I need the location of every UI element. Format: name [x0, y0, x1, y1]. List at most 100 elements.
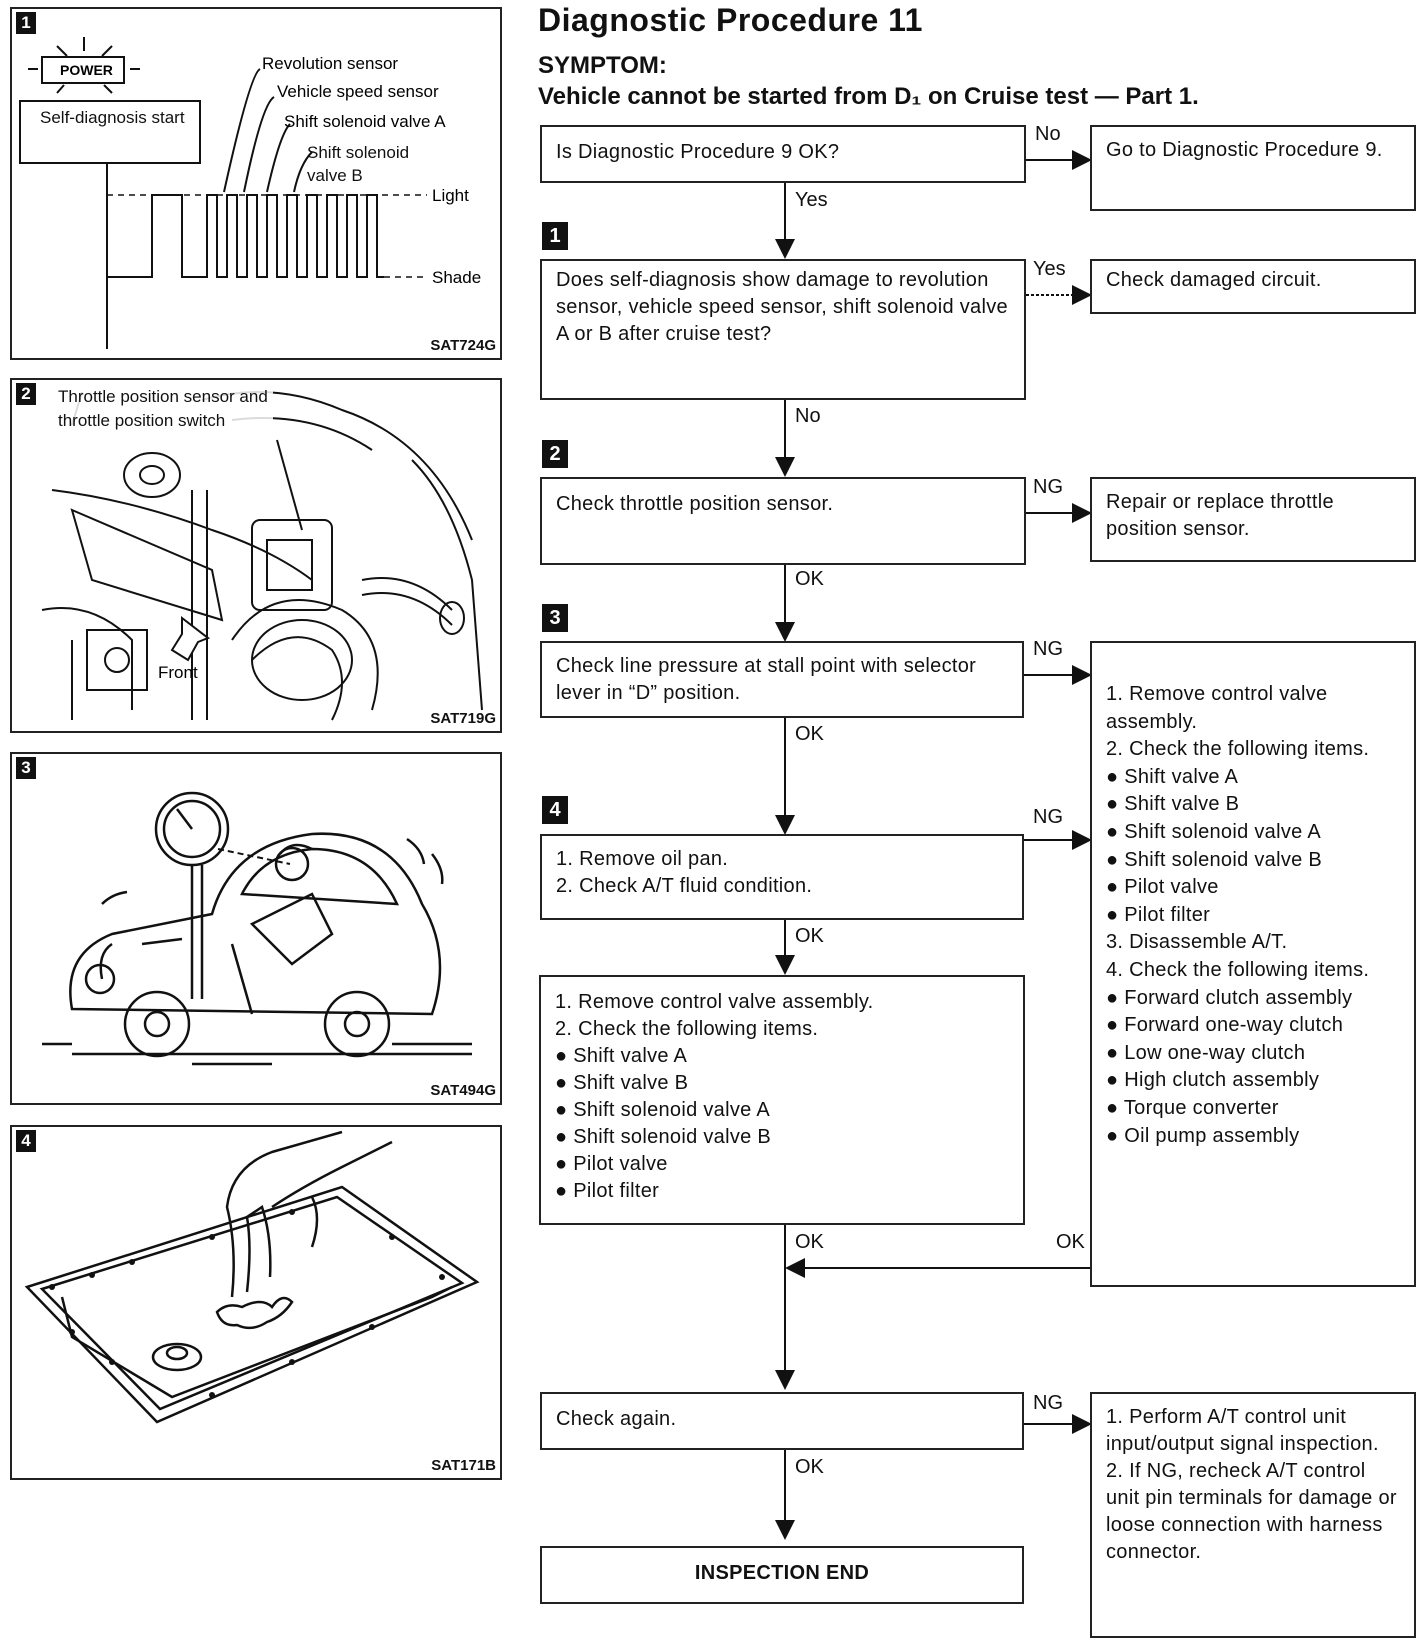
- flow-box-inspection-end: INSPECTION END: [540, 1546, 1024, 1604]
- branch-label-no: No: [1035, 123, 1061, 145]
- branch-label-ng: NG: [1033, 638, 1063, 660]
- figure-code: SAT724G: [430, 337, 496, 354]
- flow-box-check-line-pressure: Check line pressure at stall point with …: [540, 641, 1024, 718]
- shade-label: Shade: [432, 268, 481, 287]
- figure-number: 1: [16, 12, 36, 34]
- flow-box-disassemble-check: 1. Remove control valve assembly. 2. Che…: [1090, 641, 1416, 1287]
- list-item: ● Shift solenoid valve B: [555, 1126, 772, 1148]
- list-item: 2. Check the following items.: [555, 1018, 819, 1040]
- ng-check-list: 1. Remove control valve assembly. 2. Che…: [1106, 681, 1400, 1150]
- flow-box-repair-throttle-sensor: Repair or replace throttle position sens…: [1090, 477, 1416, 562]
- figure-throttle-position-sensor: Front 2 Throttle position sensor and thr…: [10, 378, 502, 733]
- figure-number: 4: [16, 1130, 36, 1152]
- list-item: 2. If NG, recheck A/T control unit pin t…: [1106, 1460, 1397, 1563]
- flow-box-procedure-9-check: Is Diagnostic Procedure 9 OK?: [540, 125, 1026, 183]
- page-title: Diagnostic Procedure 11: [538, 2, 923, 38]
- box-text: INSPECTION END: [694, 1562, 870, 1584]
- flow-box-remove-oil-pan: 1. Remove oil pan. 2. Check A/T fluid co…: [540, 834, 1024, 920]
- list-item: 2. Check the following items.: [1106, 738, 1370, 761]
- list-item: ● Shift valve B: [555, 1072, 689, 1094]
- flow-box-self-diagnosis-damage: Does self-diagnosis show damage to revol…: [540, 259, 1026, 400]
- front-label: Front: [158, 663, 198, 682]
- branch-label-yes: Yes: [1033, 258, 1066, 280]
- figure-code: SAT494G: [430, 1082, 496, 1099]
- figure-number: 3: [16, 757, 36, 779]
- shift-solenoid-b-label: Shift solenoid valve B: [307, 143, 410, 185]
- step-number-1: 1: [542, 222, 568, 250]
- list-item: ● Shift valve A: [1106, 765, 1239, 788]
- list-item: 4. Check the following items.: [1106, 958, 1370, 981]
- list-item: ● Pilot filter: [555, 1180, 660, 1202]
- box-text: Check line pressure at stall point with …: [556, 655, 977, 704]
- list-item: 1. Perform A/T control unit input/output…: [1106, 1406, 1379, 1455]
- throttle-position-sensor-label: Throttle position sensor and throttle po…: [58, 385, 273, 433]
- list-item: 3. Disassemble A/T.: [1106, 931, 1288, 954]
- list-item: ● Pilot filter: [1106, 903, 1211, 926]
- list-item: ● Shift solenoid valve A: [555, 1099, 770, 1121]
- control-unit-list: 1. Perform A/T control unit input/output…: [1106, 1404, 1400, 1566]
- flow-box-check-throttle-sensor: Check throttle position sensor.: [540, 477, 1026, 565]
- timing-diagram: POWER Self-diagnosis start Revolution se…: [19, 37, 481, 349]
- step-4-list: 1. Remove oil pan. 2. Check A/T fluid co…: [556, 846, 1008, 900]
- list-item: ● Shift valve B: [1106, 793, 1240, 816]
- flow-box-check-damaged-circuit: Check damaged circuit.: [1090, 259, 1416, 314]
- branch-label-ok: OK: [1056, 1231, 1085, 1253]
- shift-solenoid-a-label: Shift solenoid valve A: [284, 112, 446, 131]
- list-item: ● Shift valve A: [555, 1045, 688, 1067]
- step-number-4: 4: [542, 796, 568, 824]
- flow-box-control-valve-check: 1. Remove control valve assembly. 2. Che…: [539, 975, 1025, 1225]
- step-number-3: 3: [542, 604, 568, 632]
- list-item: ● Pilot valve: [1106, 876, 1219, 899]
- list-item: ● Shift solenoid valve B: [1106, 848, 1323, 871]
- list-item: ● Shift solenoid valve A: [1106, 820, 1321, 843]
- vehicle-speed-sensor-label: Vehicle speed sensor: [277, 82, 439, 101]
- power-label: POWER: [60, 62, 113, 78]
- box-text: Check throttle position sensor.: [556, 493, 834, 515]
- symptom-text: Vehicle cannot be started from D₁ on Cru…: [538, 83, 1199, 110]
- box-text: Go to Diagnostic Procedure 9.: [1106, 139, 1383, 161]
- flow-box-check-again: Check again.: [540, 1392, 1024, 1450]
- list-item: 1. Remove oil pan.: [556, 848, 729, 870]
- list-item: ● Low one-way clutch: [1106, 1041, 1306, 1064]
- branch-label-ok: OK: [795, 925, 824, 947]
- branch-label-ng: NG: [1033, 476, 1063, 498]
- list-item: ● Forward clutch assembly: [1106, 986, 1353, 1009]
- self-diagnosis-start-label: Self-diagnosis start: [40, 108, 185, 127]
- list-item: 1. Remove control valve assembly.: [555, 991, 874, 1013]
- branch-label-ok: OK: [795, 723, 824, 745]
- branch-label-ng: NG: [1033, 806, 1063, 828]
- branch-label-ok: OK: [795, 1456, 824, 1478]
- engine-drawing: Front: [41, 391, 483, 721]
- figure-self-diagnosis-timing: 1 POWER Self-diagnosis start Revolution …: [10, 7, 502, 360]
- branch-label-ok: OK: [795, 1231, 824, 1253]
- branch-label-ng: NG: [1033, 1392, 1063, 1414]
- step-number-2: 2: [542, 440, 568, 468]
- figure-code: SAT719G: [430, 710, 496, 727]
- branch-label-ok: OK: [795, 568, 824, 590]
- control-valve-list: 1. Remove control valve assembly. 2. Che…: [555, 989, 1009, 1205]
- box-text: Does self-diagnosis show damage to revol…: [556, 269, 1008, 345]
- figure-oil-pan: 4 SAT171B: [10, 1125, 502, 1480]
- list-item: ● Forward one-way clutch: [1106, 1014, 1344, 1037]
- box-text: Repair or replace throttle position sens…: [1106, 491, 1334, 540]
- list-item: ● Torque converter: [1106, 1096, 1279, 1119]
- list-item: 2. Check A/T fluid condition.: [556, 875, 813, 897]
- car-drawing: [42, 791, 472, 1066]
- light-label: Light: [432, 186, 469, 205]
- flow-box-control-unit-inspection: 1. Perform A/T control unit input/output…: [1090, 1392, 1416, 1638]
- revolution-sensor-label: Revolution sensor: [262, 54, 398, 73]
- box-text: Is Diagnostic Procedure 9 OK?: [556, 141, 840, 163]
- branch-label-yes: Yes: [795, 189, 828, 211]
- list-item: ● High clutch assembly: [1106, 1069, 1320, 1092]
- branch-label-no: No: [795, 405, 821, 427]
- oil-pan-drawing: [24, 1130, 480, 1424]
- figure-cruise-test: 3 SAT494G: [10, 752, 502, 1105]
- flow-box-go-to-procedure-9: Go to Diagnostic Procedure 9.: [1090, 125, 1416, 211]
- box-text: Check damaged circuit.: [1106, 269, 1322, 291]
- figure-code: SAT171B: [431, 1457, 496, 1474]
- box-text: Check again.: [556, 1408, 677, 1430]
- list-item: ● Oil pump assembly: [1106, 1124, 1300, 1147]
- figure-number: 2: [16, 383, 36, 405]
- list-item: 1. Remove control valve assembly.: [1106, 683, 1328, 733]
- list-item: ● Pilot valve: [555, 1153, 668, 1175]
